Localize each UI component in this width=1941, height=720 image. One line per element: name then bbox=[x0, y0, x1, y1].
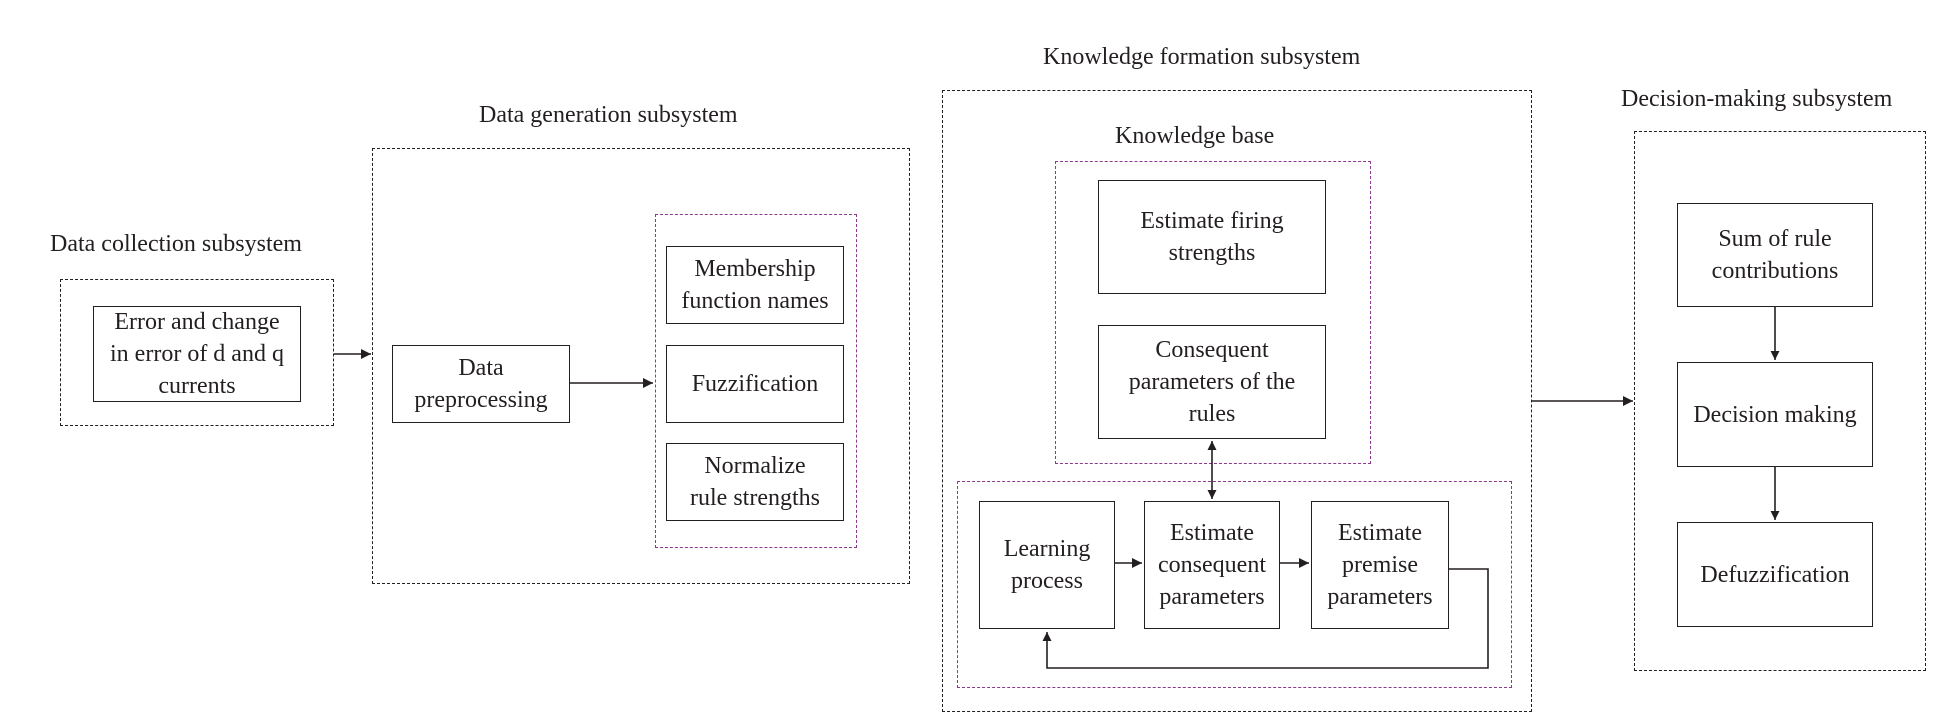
defuzzification-line-1: Defuzzification bbox=[1700, 561, 1850, 588]
decision-making-title: Decision-making subsystem bbox=[1621, 86, 1893, 112]
membership-box: Membership function names bbox=[666, 246, 844, 324]
data-collection-title: Data collection subsystem bbox=[50, 231, 302, 257]
membership-line-1: Membership bbox=[694, 256, 816, 282]
consequent-rules-line-1: Consequent bbox=[1155, 337, 1269, 363]
sum-rule-line-2: contributions bbox=[1711, 258, 1839, 284]
firing-line-2: strengths bbox=[1168, 240, 1256, 266]
estimate-premise-line-2: premise bbox=[1342, 552, 1418, 578]
estimate-premise-box: Estimate premise parameters bbox=[1311, 501, 1449, 629]
normalize-line-1: Normalize bbox=[704, 453, 806, 479]
data-generation-group bbox=[372, 148, 910, 584]
estimate-consequent-line-3: parameters bbox=[1159, 584, 1265, 610]
error-change-box: Error and change in error of d and q curre… bbox=[93, 306, 301, 402]
knowledge-formation-group bbox=[942, 90, 1532, 712]
data-preprocessing-box: Data preprocessing bbox=[392, 345, 570, 423]
data-preprocessing-line-2: preprocessing bbox=[414, 387, 548, 413]
learning-group bbox=[957, 481, 1512, 688]
consequent-rules-line-2: parameters of the bbox=[1128, 369, 1296, 395]
decision-making-group bbox=[1634, 131, 1926, 671]
decision-making-box: Decision making bbox=[1677, 362, 1873, 467]
error-change-line-1: Error and change bbox=[114, 309, 280, 335]
decision-line-1: Decision making bbox=[1693, 401, 1857, 428]
estimate-premise-line-3: parameters bbox=[1327, 584, 1433, 610]
data-collection-group bbox=[60, 279, 334, 426]
consequent-rules-line-3: rules bbox=[1188, 401, 1236, 427]
normalize-line-2: rule strengths bbox=[690, 485, 820, 511]
estimate-consequent-line-1: Estimate bbox=[1170, 520, 1254, 546]
membership-line-2: function names bbox=[681, 288, 829, 314]
knowledge-base-title: Knowledge base bbox=[1115, 123, 1275, 149]
error-change-line-3: currents bbox=[158, 373, 236, 399]
estimate-consequent-box: Estimate consequent parameters bbox=[1144, 501, 1280, 629]
fuzzification-line-1: Fuzzification bbox=[691, 371, 819, 397]
defuzzification-box: Defuzzification bbox=[1677, 522, 1873, 627]
sum-rule-line-1: Sum of rule bbox=[1718, 226, 1832, 252]
firing-strengths-box: Estimate firing strengths bbox=[1098, 180, 1326, 294]
learning-process-box: Learning process bbox=[979, 501, 1115, 629]
estimate-premise-line-1: Estimate bbox=[1338, 520, 1422, 546]
estimate-consequent-line-2: consequent bbox=[1158, 552, 1266, 578]
fuzzification-group bbox=[655, 214, 857, 548]
knowledge-formation-title: Knowledge formation subsystem bbox=[1043, 44, 1361, 70]
learning-line-1: Learning bbox=[1003, 536, 1091, 562]
learning-line-2: process bbox=[1011, 568, 1083, 594]
fuzzification-box: Fuzzification bbox=[666, 345, 844, 423]
consequent-params-rules-box: Consequent parameters of the rules bbox=[1098, 325, 1326, 439]
sum-rule-box: Sum of rule contributions bbox=[1677, 203, 1873, 307]
data-preprocessing-line-1: Data bbox=[458, 355, 504, 381]
error-change-line-2: in error of d and q bbox=[110, 341, 284, 367]
normalize-box: Normalize rule strengths bbox=[666, 443, 844, 521]
arrow-premise-feedback-to-learning bbox=[1042, 568, 1489, 669]
firing-line-1: Estimate firing bbox=[1140, 208, 1284, 234]
data-generation-title: Data generation subsystem bbox=[479, 102, 738, 128]
